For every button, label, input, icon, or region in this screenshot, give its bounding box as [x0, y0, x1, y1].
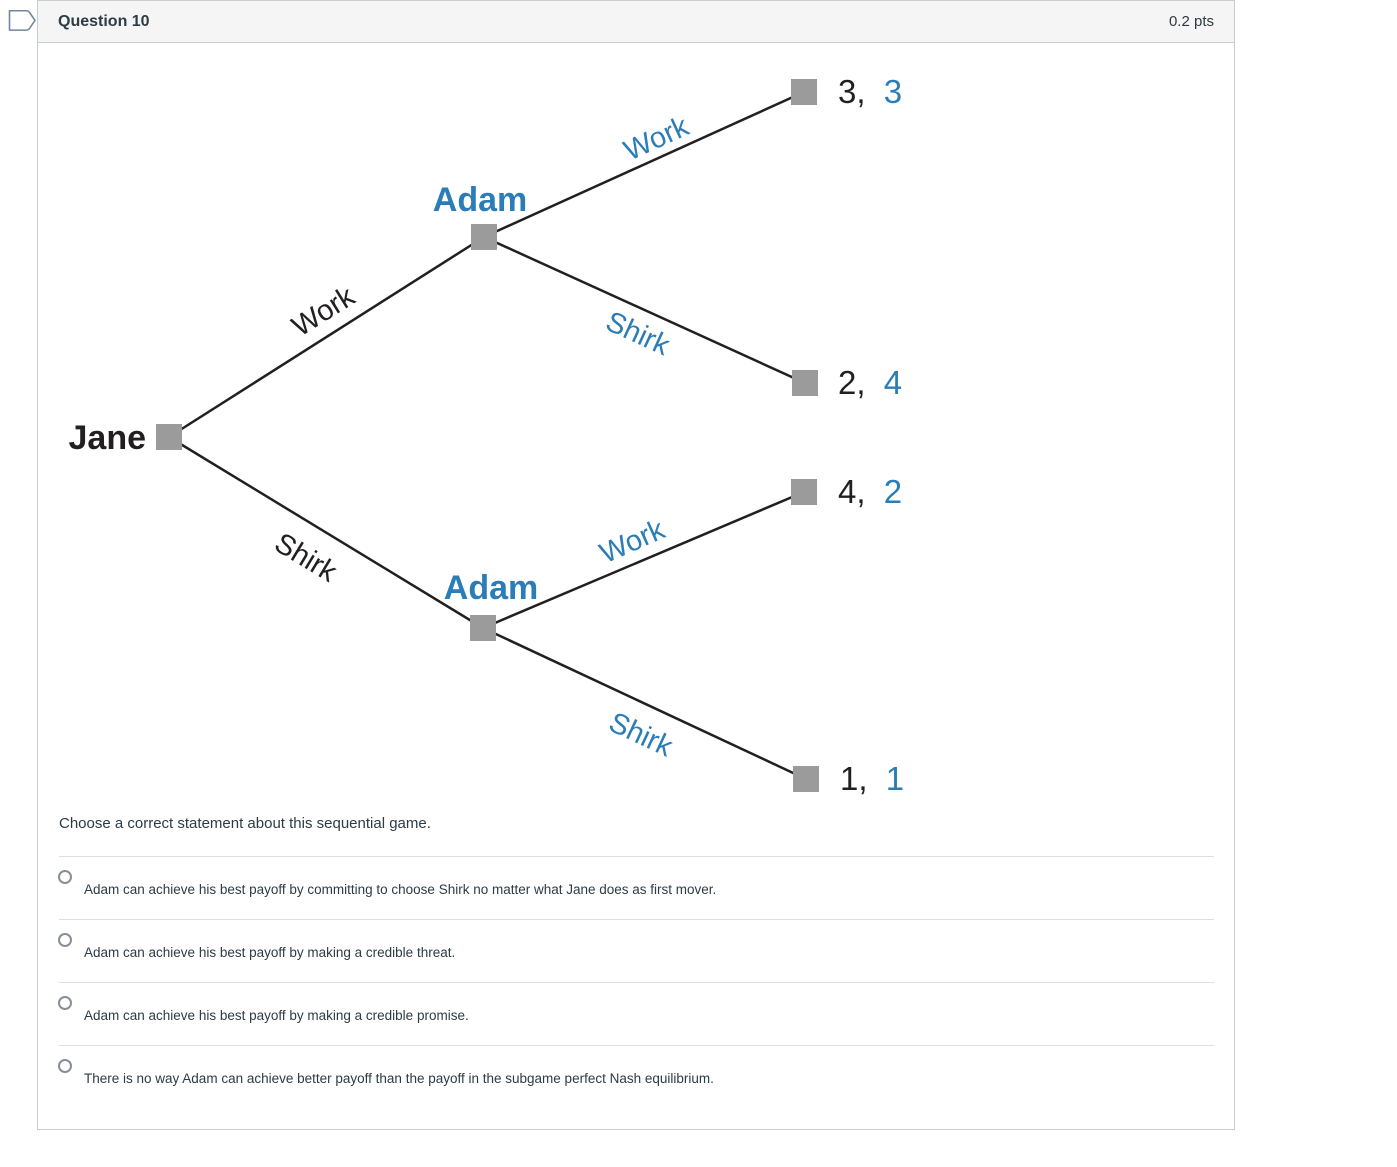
player-label-adam-bottom: Adam	[444, 569, 538, 607]
answer-label-4[interactable]: There is no way Adam can achieve better …	[84, 1071, 714, 1086]
payoff-ss-adam: 1	[886, 760, 904, 797]
divider	[59, 1045, 1214, 1046]
answer-label-2[interactable]: Adam can achieve his best payoff by maki…	[84, 945, 456, 960]
question-header: Question 10 0.2 pts	[38, 1, 1234, 43]
answer-radio-2[interactable]	[58, 933, 72, 947]
divider	[59, 982, 1214, 983]
payoff-shirk-work: 4, 2	[838, 473, 902, 510]
node-adam-top	[471, 224, 497, 250]
question-prompt: Choose a correct statement about this se…	[59, 815, 431, 832]
node-terminal-sw	[791, 479, 817, 505]
payoff-ss-jane: 1,	[840, 760, 868, 797]
payoff-shirk-shirk: 1, 1	[840, 760, 904, 797]
answer-label-1[interactable]: Adam can achieve his best payoff by comm…	[84, 882, 717, 897]
edge-adamtop-work	[483, 90, 805, 239]
edge-adamtop-shirk	[483, 235, 806, 385]
edge-label-adamtop-shirk: Shirk	[601, 306, 675, 363]
flag-question-icon[interactable]	[7, 8, 37, 34]
answer-radio-4[interactable]	[58, 1059, 72, 1073]
tree-edges	[168, 90, 807, 781]
edge-adambottom-work	[482, 490, 805, 630]
node-terminal-ww	[791, 79, 817, 105]
question-points: 0.2 pts	[1168, 13, 1214, 30]
node-terminal-ws	[792, 370, 818, 396]
payoff-work-work: 3, 3	[838, 73, 902, 110]
game-tree-diagram: Jane Adam Adam Work Shirk Work Shirk Wor…	[69, 73, 905, 797]
divider	[59, 856, 1214, 857]
edge-label-adambottom-work: Work	[595, 513, 670, 570]
payoff-sw-jane: 4,	[838, 473, 866, 510]
tree-nodes	[156, 79, 819, 792]
question-title: Question 10	[58, 12, 150, 30]
payoff-sw-adam: 2	[884, 473, 902, 510]
payoff-ws-jane: 2,	[838, 364, 866, 401]
answer-radio-1[interactable]	[58, 870, 72, 884]
edge-adambottom-shirk	[482, 626, 807, 781]
edge-label-jane-work: Work	[287, 280, 361, 343]
payoff-ww-jane: 3,	[838, 73, 866, 110]
node-terminal-ss	[793, 766, 819, 792]
question-panel: Question 10 0.2 pts	[37, 0, 1235, 1130]
node-jane	[156, 424, 182, 450]
edge-jane-work	[168, 235, 485, 439]
answer-radio-3[interactable]	[58, 996, 72, 1010]
player-label-jane: Jane	[69, 419, 147, 457]
node-adam-bottom	[470, 615, 496, 641]
answer-label-3[interactable]: Adam can achieve his best payoff by maki…	[84, 1008, 469, 1023]
payoff-work-shirk: 2, 4	[838, 364, 902, 401]
payoff-ww-adam: 3	[884, 73, 902, 110]
player-label-adam-top: Adam	[433, 181, 527, 219]
payoff-ws-adam: 4	[884, 364, 902, 401]
edge-jane-shirk	[168, 435, 484, 630]
divider	[59, 919, 1214, 920]
